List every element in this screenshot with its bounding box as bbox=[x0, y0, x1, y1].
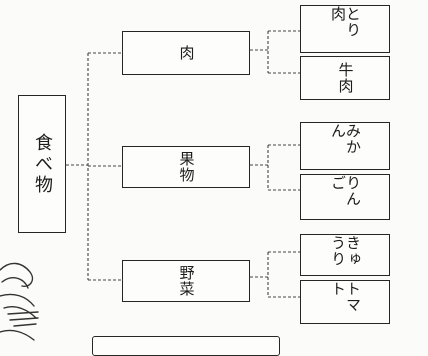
item-node-chicken: とり肉 bbox=[300, 5, 390, 53]
item-node-tomato: トマト bbox=[300, 280, 390, 324]
item-label-tomato: トマト bbox=[329, 281, 362, 313]
category-node-meat: 肉 bbox=[122, 31, 250, 75]
category-node-vegetable: 野菜 bbox=[122, 260, 250, 302]
category-node-fruit: 果物 bbox=[122, 146, 250, 188]
item-label-beef: 牛肉 bbox=[336, 62, 355, 94]
root-node-label: 食べ物 bbox=[32, 132, 53, 196]
item-label-chicken: とり肉 bbox=[329, 6, 362, 38]
connector-meat-items bbox=[250, 30, 300, 74]
category-label-fruit: 果物 bbox=[177, 151, 196, 183]
root-node-box: 食べ物 bbox=[18, 95, 66, 233]
category-label-meat: 肉 bbox=[177, 45, 196, 61]
item-node-beef: 牛肉 bbox=[300, 56, 390, 100]
partial-illustration bbox=[0, 262, 39, 341]
connector-fruit-items bbox=[250, 144, 300, 191]
item-label-mandarin: みかん bbox=[329, 123, 362, 155]
bottom-frame-box bbox=[92, 336, 280, 356]
item-node-cucumber: きゅうり bbox=[300, 234, 390, 276]
item-label-apple: りんご bbox=[329, 175, 362, 207]
connector-lines bbox=[66, 30, 300, 298]
connector-vegetable-items bbox=[250, 251, 300, 298]
item-label-cucumber: きゅうり bbox=[329, 235, 362, 267]
item-node-mandarin: みかん bbox=[300, 122, 390, 170]
item-node-apple: りんご bbox=[300, 174, 390, 220]
category-label-vegetable: 野菜 bbox=[177, 265, 196, 297]
